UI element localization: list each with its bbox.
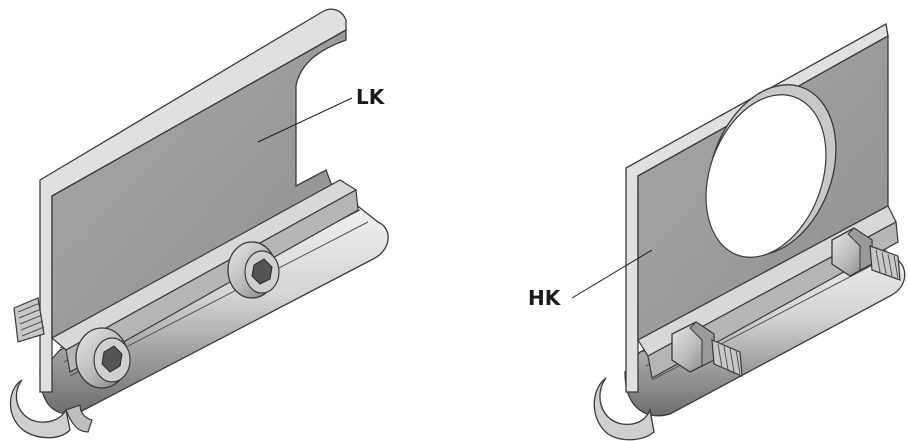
lk-leader-line	[257, 97, 353, 143]
lk-threaded-stub	[13, 297, 45, 343]
hk-label: HK	[528, 286, 562, 310]
lk-socket-screw-back	[227, 241, 280, 299]
lk-clamp: LK	[9, 8, 389, 439]
lk-label: LK	[356, 85, 386, 109]
lk-socket-screw-front	[75, 327, 131, 389]
hk-clamp: HK	[528, 22, 906, 441]
lk-plate-face	[51, 28, 347, 340]
hk-plate-hole	[705, 84, 837, 258]
hk-leader-line	[571, 249, 653, 299]
hk-hex-nut-back	[831, 227, 901, 281]
hk-hex-nut-front	[671, 321, 743, 377]
lk-hook	[9, 379, 71, 439]
hk-hook	[593, 377, 655, 441]
